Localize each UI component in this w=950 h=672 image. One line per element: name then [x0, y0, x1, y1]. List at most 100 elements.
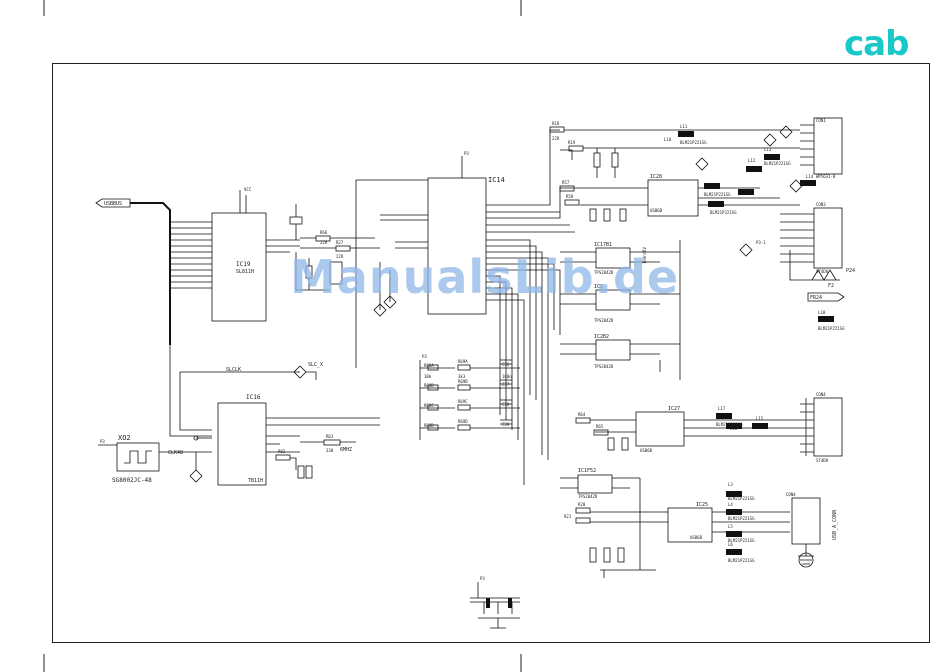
ic17b1-ref: IC17B1	[594, 242, 612, 248]
r65-ref: R65	[596, 424, 604, 429]
l6-ref: L6	[728, 542, 733, 547]
r64-ref: R64	[578, 412, 586, 417]
ic14-ref: IC14	[488, 176, 505, 184]
cab-logo: cab	[844, 24, 909, 64]
ic1f52-part: TPS2042D	[578, 494, 598, 499]
r58-ref: R58	[566, 194, 574, 199]
ic17b1-part: TPS2042D	[594, 270, 614, 275]
r66-value: 22R	[320, 240, 328, 245]
r68a-ref: R68A	[424, 363, 434, 368]
ferrite-part-8: BLM21P221SG	[728, 516, 755, 521]
slc-x-label: SLC_X	[308, 362, 323, 368]
p24-label: P24	[846, 268, 855, 274]
p3-1-label: P3-1	[756, 240, 766, 245]
ic2b2-part: TPS2042D	[594, 364, 614, 369]
con3-ref: CON3	[816, 202, 826, 207]
r68d-ref: R68D	[424, 423, 434, 428]
r18-ref: R18	[552, 121, 560, 126]
r63-value: 330	[326, 448, 334, 453]
ic19-ref: IC19	[236, 261, 251, 268]
ic16-part: TB11H	[248, 478, 263, 484]
r69a-ref: R69A	[458, 359, 468, 364]
ic2-ref: IC2	[594, 284, 603, 290]
ferrite-part-9: BLM21P221SG	[728, 538, 755, 543]
l10-ref: L10	[664, 137, 672, 142]
watermark: ManualsLib.de	[290, 250, 680, 304]
rn-value-10k: 10k	[424, 374, 432, 379]
l17-ref: L17	[718, 406, 726, 411]
ic2b2-ref: IC2B2	[594, 334, 609, 340]
ferrite-part-2: BLM21P221SG	[764, 161, 791, 166]
ferrite-part-1: BLM21P221SG	[680, 140, 707, 145]
xo2-ref: XO2	[118, 434, 131, 442]
ferrite-part-6: BLM21P221SG	[716, 422, 743, 427]
c38-ref: C38	[502, 402, 510, 407]
r68b-ref: R68B	[424, 383, 434, 388]
ic28-part: USB6B	[650, 208, 663, 213]
ic25-ref: IC25	[696, 502, 708, 508]
r20-ref: R20	[578, 502, 586, 507]
l18-ref: L18	[818, 310, 826, 315]
c36-ref: C36	[502, 362, 510, 367]
con1-ref: CON1	[816, 118, 826, 123]
fuse-ref: F2	[828, 283, 834, 289]
ferrite-part-5: BLM21P221SG	[818, 326, 845, 331]
ic27-part: USB6B	[640, 448, 653, 453]
vcc-p3-label: P3	[464, 151, 469, 156]
l14-ref: L14	[806, 174, 814, 179]
c39-ref: C39	[502, 422, 510, 427]
ic2-part: TPS2042D	[594, 318, 614, 323]
ferrite-part-3: BLM21P221SG	[704, 192, 731, 197]
c37-ref: C37	[502, 382, 510, 387]
r69c-ref: R69C	[458, 399, 468, 404]
clk48-label: CLK48	[168, 450, 183, 456]
l13-ref: L13	[764, 147, 772, 152]
ic27-ref: IC27	[668, 406, 680, 412]
xo2-part: SG8002JC-48	[112, 477, 152, 484]
slclk-label: SLCLK	[226, 367, 241, 373]
con1-part: WP5631-8	[816, 174, 836, 179]
l11-ref: L11	[680, 124, 688, 129]
ic16-ref: IC16	[246, 394, 261, 401]
rn-value-3k3: 3k3	[458, 374, 466, 379]
vcc-label: VCC	[244, 187, 252, 192]
ferrite-part-7: BLM21P221SG	[728, 496, 755, 501]
r68c-ref: R68C	[424, 403, 434, 408]
bottom-p3-label: P3	[480, 576, 485, 581]
l3-ref: L3	[728, 482, 733, 487]
l12-ref: L12	[748, 158, 756, 163]
r57-ref: R57	[562, 180, 570, 185]
ic19-part: SL811H	[236, 269, 254, 275]
l5-ref: L5	[728, 524, 733, 529]
r19-ref: R19	[568, 140, 576, 145]
ic25-part: USB6B	[690, 535, 703, 540]
r27-value: 22R	[336, 254, 344, 259]
ferrite-part-4: BLM21P221SG	[710, 210, 737, 215]
r18-value: 22R	[552, 136, 560, 141]
r63-ref: R63	[326, 434, 334, 439]
usbbus-label: USBBUS	[104, 201, 122, 207]
r27-ref: R27	[336, 240, 344, 245]
ic1f52-ref: IC1F52	[578, 468, 596, 474]
xo-p3-label: P3	[100, 439, 105, 444]
ic28-ref: IC28	[650, 174, 662, 180]
r82-ref: R82	[278, 449, 286, 454]
l4-ref: L4	[728, 502, 733, 507]
l16-ref: L16	[730, 426, 738, 431]
l15-ref: L15	[756, 416, 764, 421]
r66-ref: R66	[320, 230, 328, 235]
usb-con-ref: CON4	[786, 492, 796, 497]
fr24-label: FR24	[810, 295, 822, 301]
rn-p3-label: P3	[422, 354, 427, 359]
drawing-frame	[52, 63, 930, 643]
mhz6-label: 6MHZ	[340, 447, 352, 453]
con4-part: ST4D8	[816, 458, 829, 463]
usb-con-part: USB_A_CONN	[832, 510, 838, 540]
cap-value-100n6v: 100n/6V	[642, 247, 647, 264]
r21-ref: R21	[564, 514, 572, 519]
r69b-ref: R69B	[458, 379, 468, 384]
r69d-ref: R69D	[458, 419, 468, 424]
con3-part: ST4D8	[816, 269, 829, 274]
